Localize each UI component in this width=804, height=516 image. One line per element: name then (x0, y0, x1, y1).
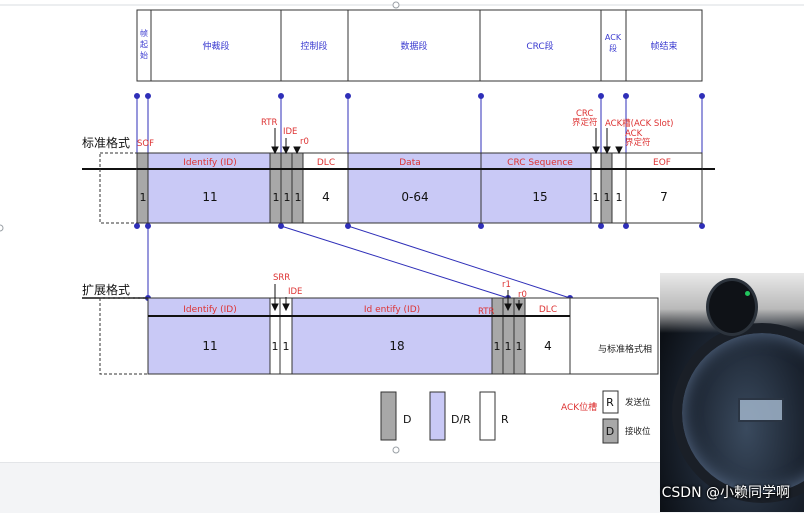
std-header-crc: CRC Sequence (507, 158, 573, 168)
legend-swatch-dr (430, 392, 445, 440)
std-val-rtr: 1 (273, 191, 280, 204)
top-field-header: 帧 起 始 仲裁段 控制段 数据段 CRC段 ACK 段 帧结束 (137, 10, 702, 81)
legend: D D/R R ACK位槽 R D 发送位 接收位 (381, 391, 651, 443)
field-sof-char-3: 始 (140, 50, 148, 60)
ext-val-id2: 18 (389, 339, 404, 353)
field-eof: 帧结束 (650, 40, 677, 52)
std-annot-ack-slot: ACK槽(ACK Slot) (605, 118, 673, 129)
ext-annot-ide: IDE (288, 287, 302, 297)
legend-swatch-d (381, 392, 396, 440)
ext-val-rtr: 1 (494, 340, 501, 353)
std-annot-sof: SOF (137, 139, 154, 149)
ext-header-dlc: DLC (539, 305, 557, 315)
std-val-ide: 1 (284, 191, 291, 204)
ext-val-r1: 1 (505, 340, 512, 353)
std-val-id: 11 (202, 190, 217, 204)
field-data: 数据段 (400, 40, 427, 52)
std-val-dlc: 4 (322, 190, 330, 204)
ext-annot-r0: r0 (518, 290, 527, 300)
field-ack-line-2: 段 (609, 43, 617, 53)
extended-note: 与标准格式相 (598, 343, 652, 355)
knob-image (706, 278, 758, 336)
field-sof-char-1: 帧 (140, 28, 148, 38)
std-val-crc-delim: 1 (593, 191, 600, 204)
ext-val-srr: 1 (272, 340, 279, 353)
ext-val-ide: 1 (283, 340, 290, 353)
std-annot-rtr: RTR (261, 118, 277, 128)
field-ack-line-1: ACK (605, 33, 622, 42)
ext-header-identify-2: Id entify (ID) (364, 305, 420, 315)
standard-annotations: SOF RTR IDE r0 CRC 界定符 ACK槽(ACK Slot) AC… (137, 109, 673, 149)
std-header-dlc: DLC (317, 158, 335, 168)
ext-val-dlc: 4 (544, 339, 552, 353)
std-header-identify: Identify (ID) (183, 158, 236, 168)
std-header-data: Data (399, 158, 421, 168)
std-annot-ack-delim-2: 界定符 (625, 137, 651, 148)
standard-format-title: 标准格式 (82, 135, 130, 150)
std-annot-r0: r0 (300, 137, 309, 147)
std-annot-crc-delim-2: 界定符 (572, 117, 598, 128)
ext-header-identify-1: Identify (ID) (183, 305, 236, 315)
legend-label-dr: D/R (451, 413, 471, 426)
std-val-sof: 1 (140, 191, 147, 204)
indicator-light-image (745, 291, 750, 296)
std-val-data: 0-64 (401, 190, 428, 204)
field-crc: CRC段 (526, 40, 553, 52)
standard-arrows (272, 128, 622, 153)
field-sof-char-2: 起 (140, 40, 148, 49)
legend-ack-send: 发送位 (625, 397, 651, 408)
ext-annot-srr: SRR (273, 273, 290, 283)
legend-ack-send-key: R (606, 396, 614, 409)
dashboard-screen-image (738, 398, 784, 422)
std-header-eof: EOF (653, 158, 671, 168)
legend-ack-recv-key: D (606, 425, 614, 438)
field-control: 控制段 (300, 40, 327, 52)
extended-format-title: 扩展格式 (82, 282, 130, 297)
std-val-r0: 1 (295, 191, 302, 204)
legend-ack-title: ACK位槽 (561, 401, 597, 413)
presenter-video-overlay (660, 273, 804, 512)
std-val-ack-slot: 1 (604, 191, 611, 204)
ext-annot-rtr: RTR (478, 307, 494, 317)
legend-ack-recv: 接收位 (625, 426, 651, 437)
std-annot-ide: IDE (283, 127, 297, 137)
std-val-eof: 7 (660, 190, 668, 204)
legend-label-r: R (501, 413, 509, 426)
legend-label-d: D (403, 413, 411, 426)
csdn-watermark: CSDN @小赖同学啊 (662, 482, 790, 502)
legend-swatch-r (480, 392, 495, 440)
std-val-crc: 15 (532, 190, 547, 204)
ext-annot-r1: r1 (502, 280, 511, 290)
ext-val-id1: 11 (202, 339, 217, 353)
field-arbitration: 仲裁段 (202, 40, 229, 52)
ext-val-r0: 1 (516, 340, 523, 353)
std-val-ack-delim: 1 (616, 191, 623, 204)
